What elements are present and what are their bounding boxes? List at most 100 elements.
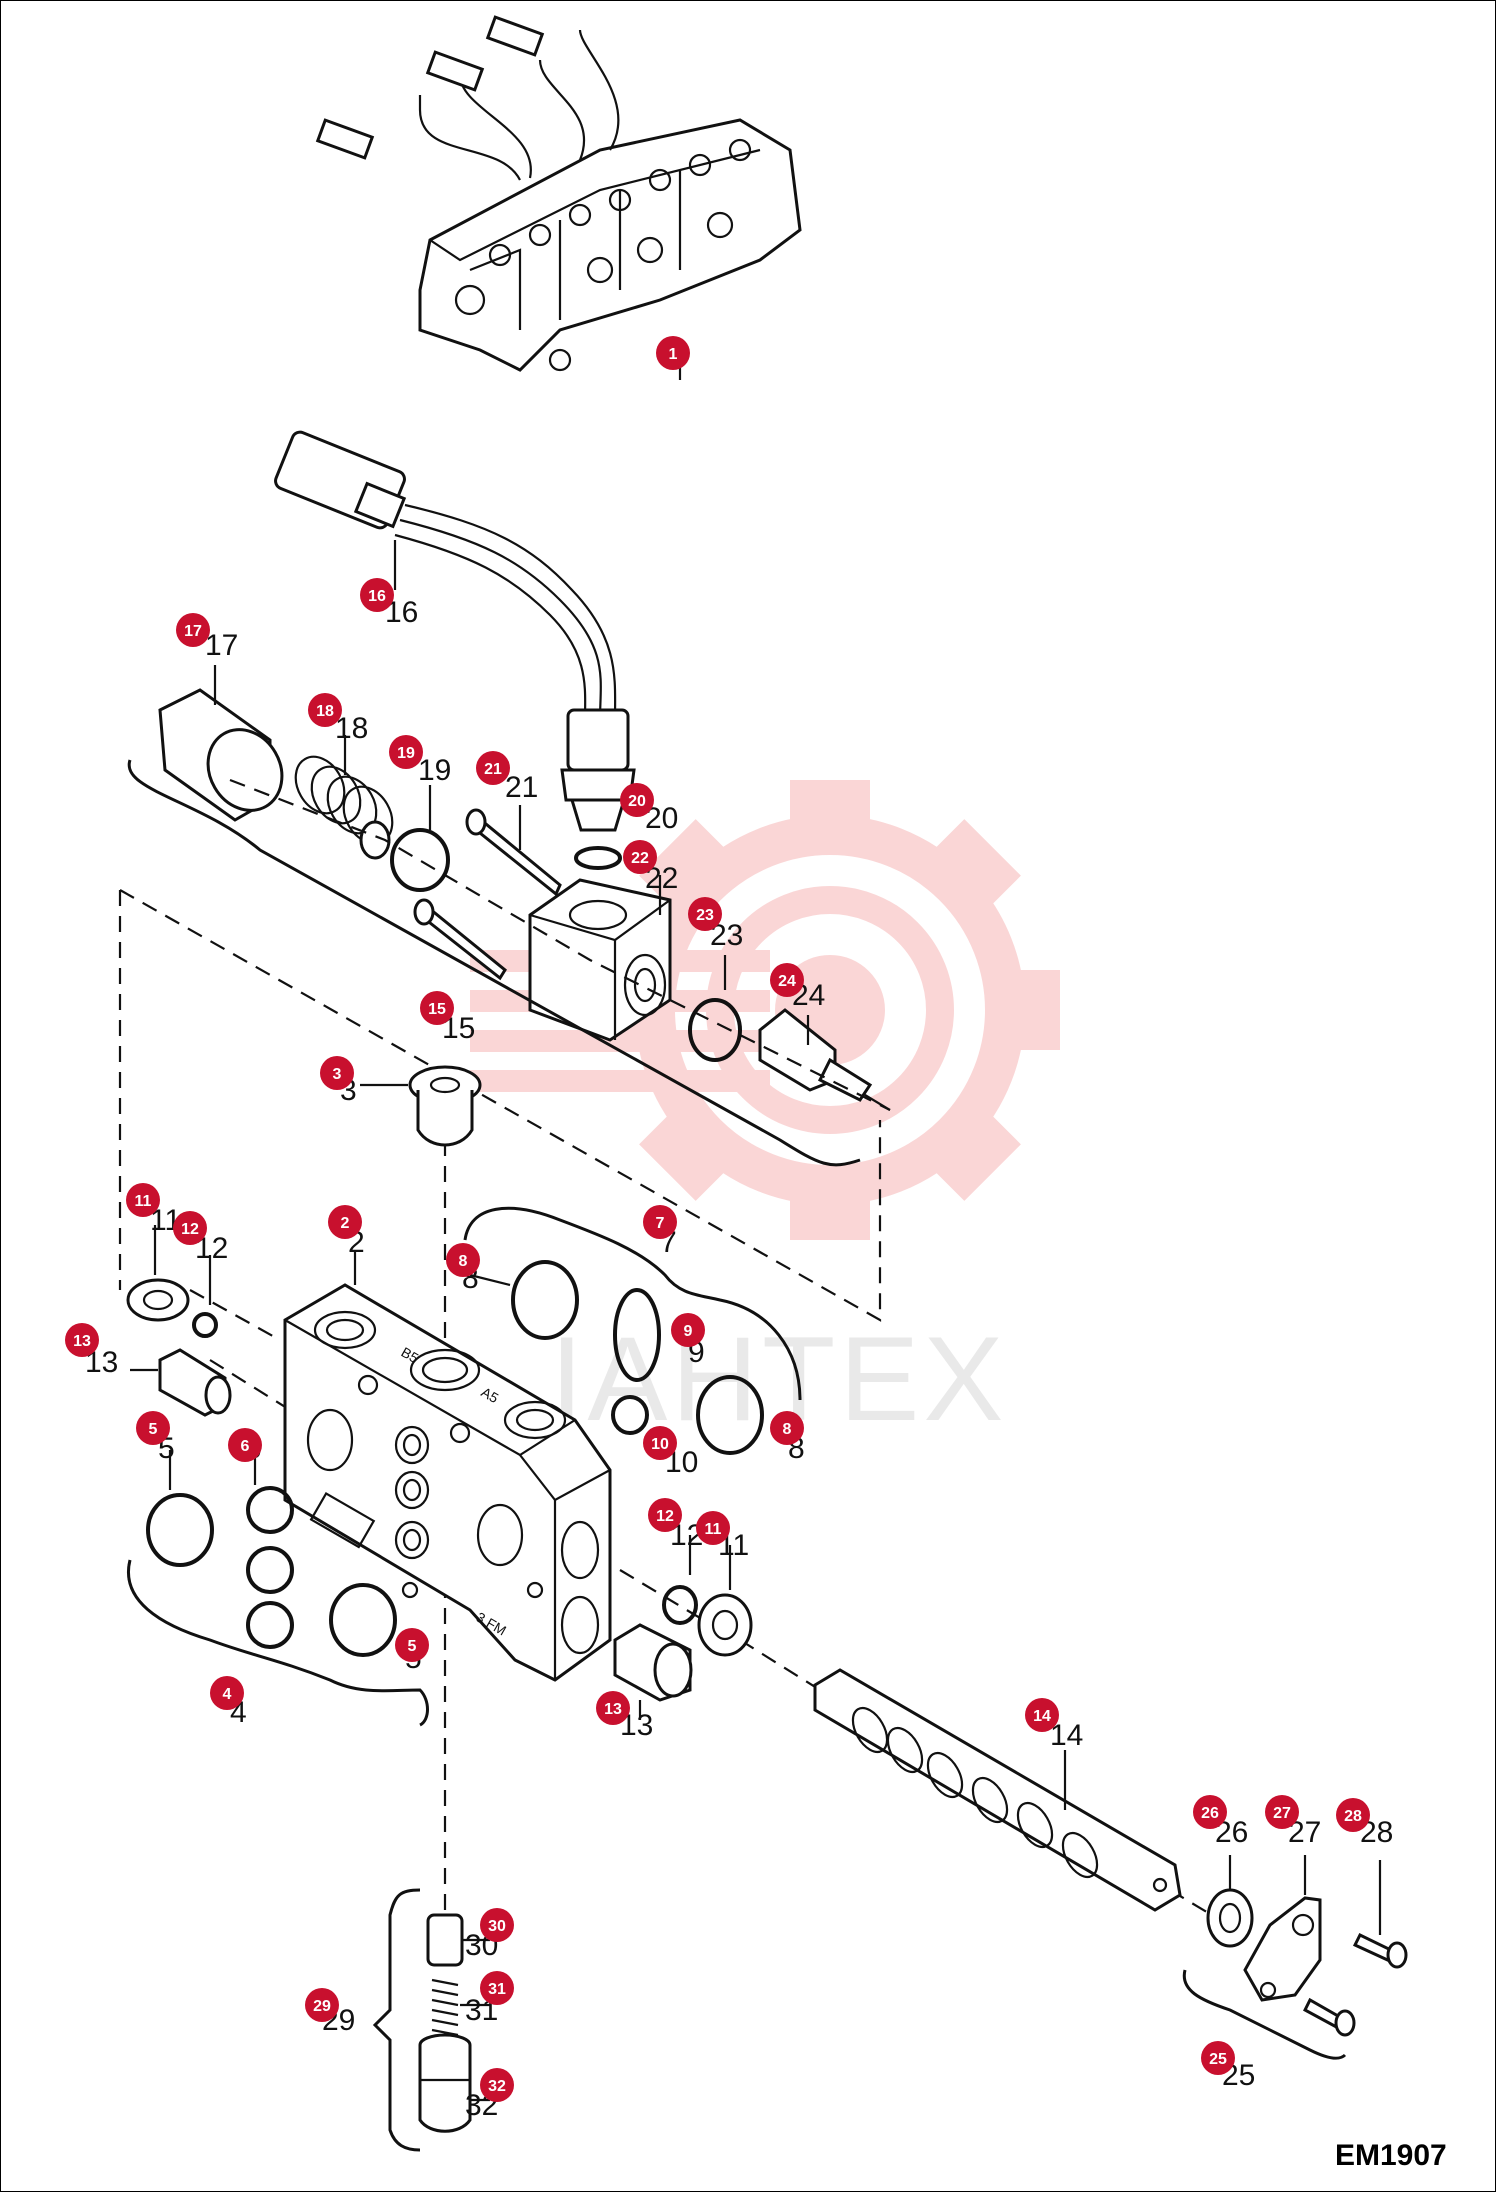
part-31-spring	[431, 1978, 490, 2037]
callout-3[interactable]: 3	[320, 1056, 354, 1090]
part-8-seal-top	[469, 1260, 579, 1340]
svg-text:15: 15	[428, 1001, 446, 1018]
svg-text:4: 4	[223, 1686, 232, 1703]
callout-1[interactable]: 1	[656, 336, 690, 370]
svg-text:18: 18	[316, 703, 334, 720]
svg-text:13: 13	[604, 1701, 622, 1718]
svg-text:6: 6	[241, 1438, 250, 1455]
svg-text:5: 5	[149, 1421, 158, 1438]
part-13-plug-left	[130, 1348, 232, 1417]
svg-text:7: 7	[656, 1215, 665, 1232]
part-23-o-ring	[688, 955, 742, 1062]
port-stamp-b5: B5	[399, 1344, 422, 1367]
svg-text:25: 25	[1209, 2051, 1227, 2068]
brace-part-15	[127, 759, 861, 1167]
callout-22[interactable]: 22	[623, 840, 657, 874]
svg-text:27: 27	[1273, 1805, 1291, 1822]
callout-18[interactable]: 18	[308, 693, 342, 727]
callout-5-right[interactable]: 5	[395, 1628, 429, 1662]
part-26-seal	[1206, 1855, 1254, 1948]
callout-15[interactable]: 15	[420, 991, 454, 1025]
callout-8-top[interactable]: 8	[446, 1243, 480, 1277]
part-16-solenoid-harness	[274, 430, 636, 832]
callout-13-right[interactable]: 13	[596, 1691, 630, 1725]
svg-text:9: 9	[684, 1323, 693, 1340]
callout-25[interactable]: 25	[1201, 2041, 1235, 2075]
part-24-valve-cartridge	[758, 1008, 891, 1111]
callout-2[interactable]: 2	[328, 1205, 362, 1239]
part-8-seal-bottom	[696, 1375, 764, 1455]
callout-27[interactable]: 27	[1265, 1795, 1299, 1829]
part-12-ring-left	[192, 1255, 218, 1338]
svg-text:24: 24	[778, 973, 796, 990]
brace-part-7	[463, 1206, 802, 1401]
callout-32[interactable]: 32	[480, 2068, 514, 2102]
callout-12-right[interactable]: 12	[648, 1498, 682, 1532]
callout-21[interactable]: 21	[476, 751, 510, 785]
callout-13-left[interactable]: 13	[65, 1323, 99, 1357]
svg-text:28: 28	[1344, 1808, 1362, 1825]
part-6-o-rings	[246, 1450, 294, 1649]
part-18-spring	[294, 735, 394, 860]
callout-7[interactable]: 7	[643, 1205, 677, 1239]
label-19: 19	[418, 754, 451, 787]
part-30-poppet	[426, 1913, 490, 1967]
part-20-o-ring	[574, 846, 622, 870]
svg-text:8: 8	[459, 1253, 468, 1270]
callout-5-left[interactable]: 5	[136, 1411, 170, 1445]
brace-part-29	[372, 1888, 421, 2152]
callout-14[interactable]: 14	[1025, 1698, 1059, 1732]
svg-text:13: 13	[73, 1333, 91, 1350]
callout-10[interactable]: 10	[643, 1426, 677, 1460]
svg-text:31: 31	[488, 1981, 506, 1998]
part-27-cover-plate	[1243, 1855, 1322, 2002]
part-28-bolts	[1303, 1860, 1408, 2037]
svg-text:3: 3	[333, 1066, 342, 1083]
callout-29[interactable]: 29	[305, 1988, 339, 2022]
svg-text:20: 20	[628, 793, 646, 810]
svg-text:16: 16	[368, 588, 386, 605]
callout-6[interactable]: 6	[228, 1428, 262, 1462]
callout-4[interactable]: 4	[210, 1676, 244, 1710]
figure-code: EM1907	[1335, 2139, 1447, 2172]
callout-9[interactable]: 9	[671, 1313, 705, 1347]
part-14-spool	[813, 1668, 1182, 1912]
svg-text:30: 30	[488, 1918, 506, 1935]
part-11-washer-left	[126, 1225, 190, 1322]
svg-text:2: 2	[341, 1215, 350, 1232]
svg-text:12: 12	[181, 1221, 199, 1238]
callout-8-bottom[interactable]: 8	[770, 1411, 804, 1445]
callout-19[interactable]: 19	[389, 735, 423, 769]
callout-28[interactable]: 28	[1336, 1798, 1370, 1832]
callout-20[interactable]: 20	[620, 783, 654, 817]
svg-text:8: 8	[783, 1421, 792, 1438]
part-17-cap	[158, 665, 284, 822]
part-11-washer-right	[697, 1545, 753, 1657]
svg-text:11: 11	[705, 1521, 722, 1538]
callout-26[interactable]: 26	[1193, 1795, 1227, 1829]
part-21-bolts	[413, 805, 562, 981]
svg-text:1: 1	[669, 346, 678, 363]
callout-24[interactable]: 24	[770, 963, 804, 997]
part-9-seal	[613, 1288, 661, 1382]
callout-30[interactable]: 30	[480, 1908, 514, 1942]
part-10-seal	[611, 1395, 649, 1435]
label-18: 18	[335, 712, 368, 745]
svg-text:26: 26	[1201, 1805, 1219, 1822]
callout-17[interactable]: 17	[176, 613, 210, 647]
svg-text:17: 17	[184, 623, 202, 640]
svg-text:21: 21	[484, 761, 502, 778]
callout-11-left[interactable]: 11	[126, 1183, 160, 1217]
callout-11-right[interactable]: 11	[696, 1511, 730, 1545]
callout-12-left[interactable]: 12	[173, 1211, 207, 1245]
svg-text:12: 12	[656, 1508, 674, 1525]
callout-23[interactable]: 23	[688, 897, 722, 931]
callout-31[interactable]: 31	[480, 1971, 514, 2005]
part-32-valve-body	[418, 2033, 490, 2133]
callout-markers: 1 16 17 18 19 21 20 22 23 24 15 3 11 12 …	[65, 336, 1370, 2102]
callout-16[interactable]: 16	[360, 578, 394, 612]
svg-text:32: 32	[488, 2078, 506, 2095]
svg-text:23: 23	[696, 907, 714, 924]
